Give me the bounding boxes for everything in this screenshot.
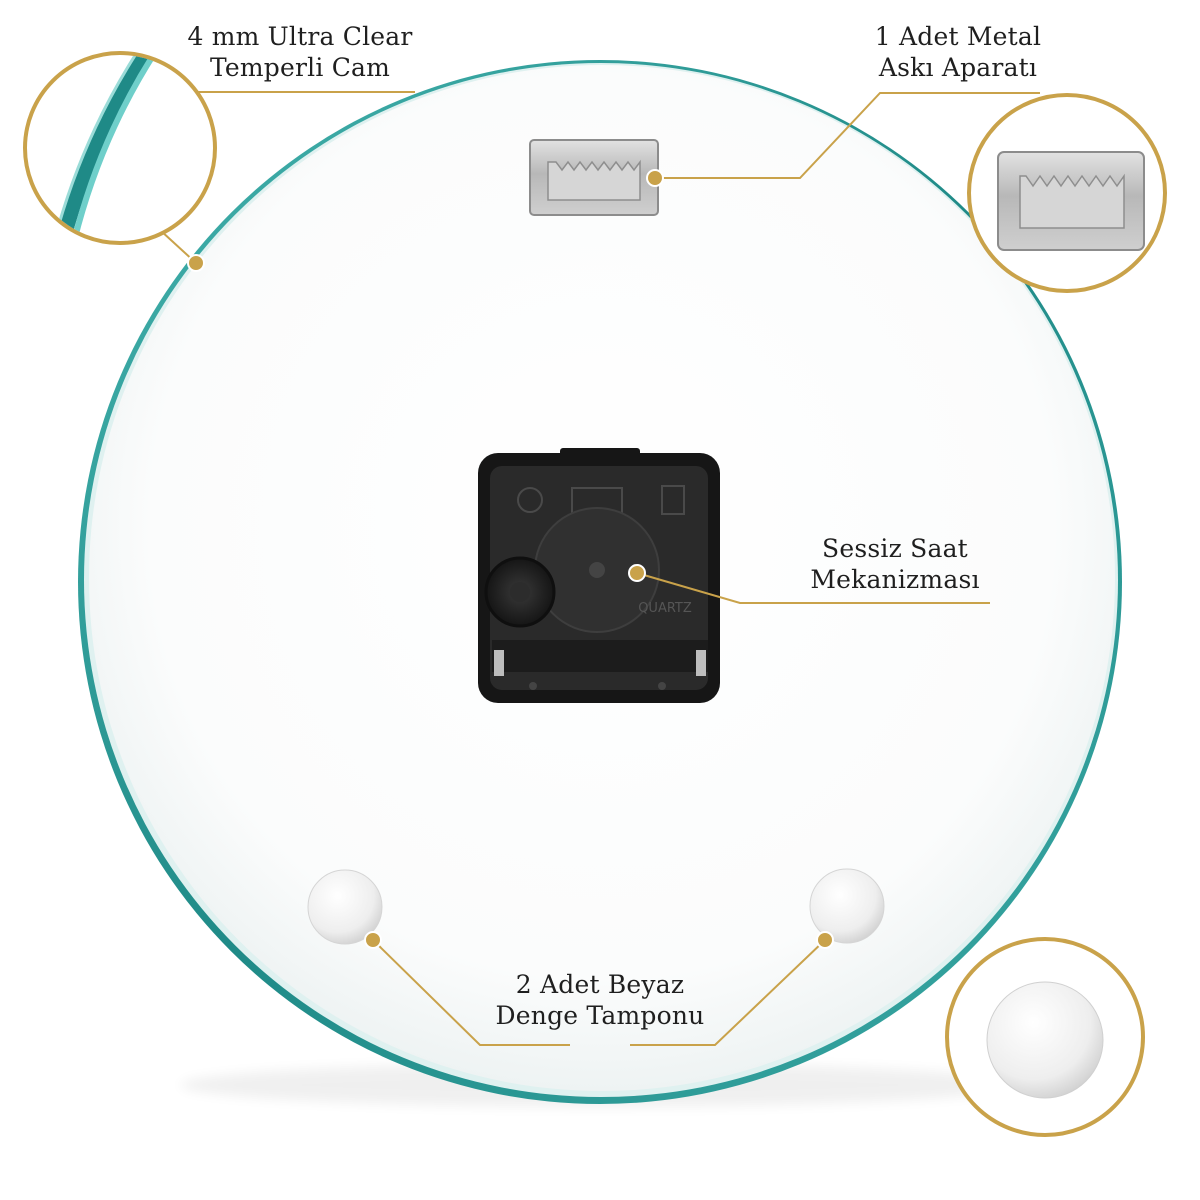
- bumper-icon: [945, 937, 1145, 1137]
- dot-glass: [187, 254, 205, 272]
- callout-bumpers-label: 2 Adet Beyaz Denge Tamponu: [480, 969, 720, 1031]
- bumper-right: [809, 868, 885, 944]
- dot-mechanism: [628, 564, 646, 582]
- leader-mechanism: [636, 572, 990, 604]
- callout-bumpers-line2: Denge Tamponu: [495, 1001, 705, 1030]
- dot-bumper-right: [816, 931, 834, 949]
- callout-mechanism-line2: Mekanizması: [810, 565, 980, 594]
- leader-bumper-left: [372, 939, 570, 1046]
- svg-text:QUARTZ: QUARTZ: [638, 601, 692, 616]
- dot-hanger: [646, 169, 664, 187]
- callout-hanger-line1: 1 Adet Metal: [874, 22, 1042, 51]
- callout-glass-line1: 4 mm Ultra Clear: [187, 22, 413, 51]
- callout-mechanism-label: Sessiz Saat Mekanizması: [800, 533, 990, 595]
- callout-glass-label: 4 mm Ultra Clear Temperli Cam: [180, 21, 420, 83]
- dot-bumper-left: [364, 931, 382, 949]
- leader-hanger: [655, 92, 1040, 179]
- metal-hanger-icon: [967, 93, 1167, 293]
- bumper-left: [307, 869, 383, 945]
- metal-hanger: [529, 139, 659, 216]
- callout-mechanism-line1: Sessiz Saat: [822, 534, 968, 563]
- clock-mechanism: QUARTZ: [478, 448, 720, 703]
- callout-glass-line2: Temperli Cam: [209, 53, 391, 82]
- callout-bumpers-line1: 2 Adet Beyaz: [515, 970, 685, 999]
- glass-edge-icon: [23, 51, 217, 245]
- leader-bumper-right: [630, 939, 826, 1046]
- callout-hanger-label: 1 Adet Metal Askı Aparatı: [858, 21, 1058, 83]
- callout-hanger-line2: Askı Aparatı: [878, 53, 1038, 82]
